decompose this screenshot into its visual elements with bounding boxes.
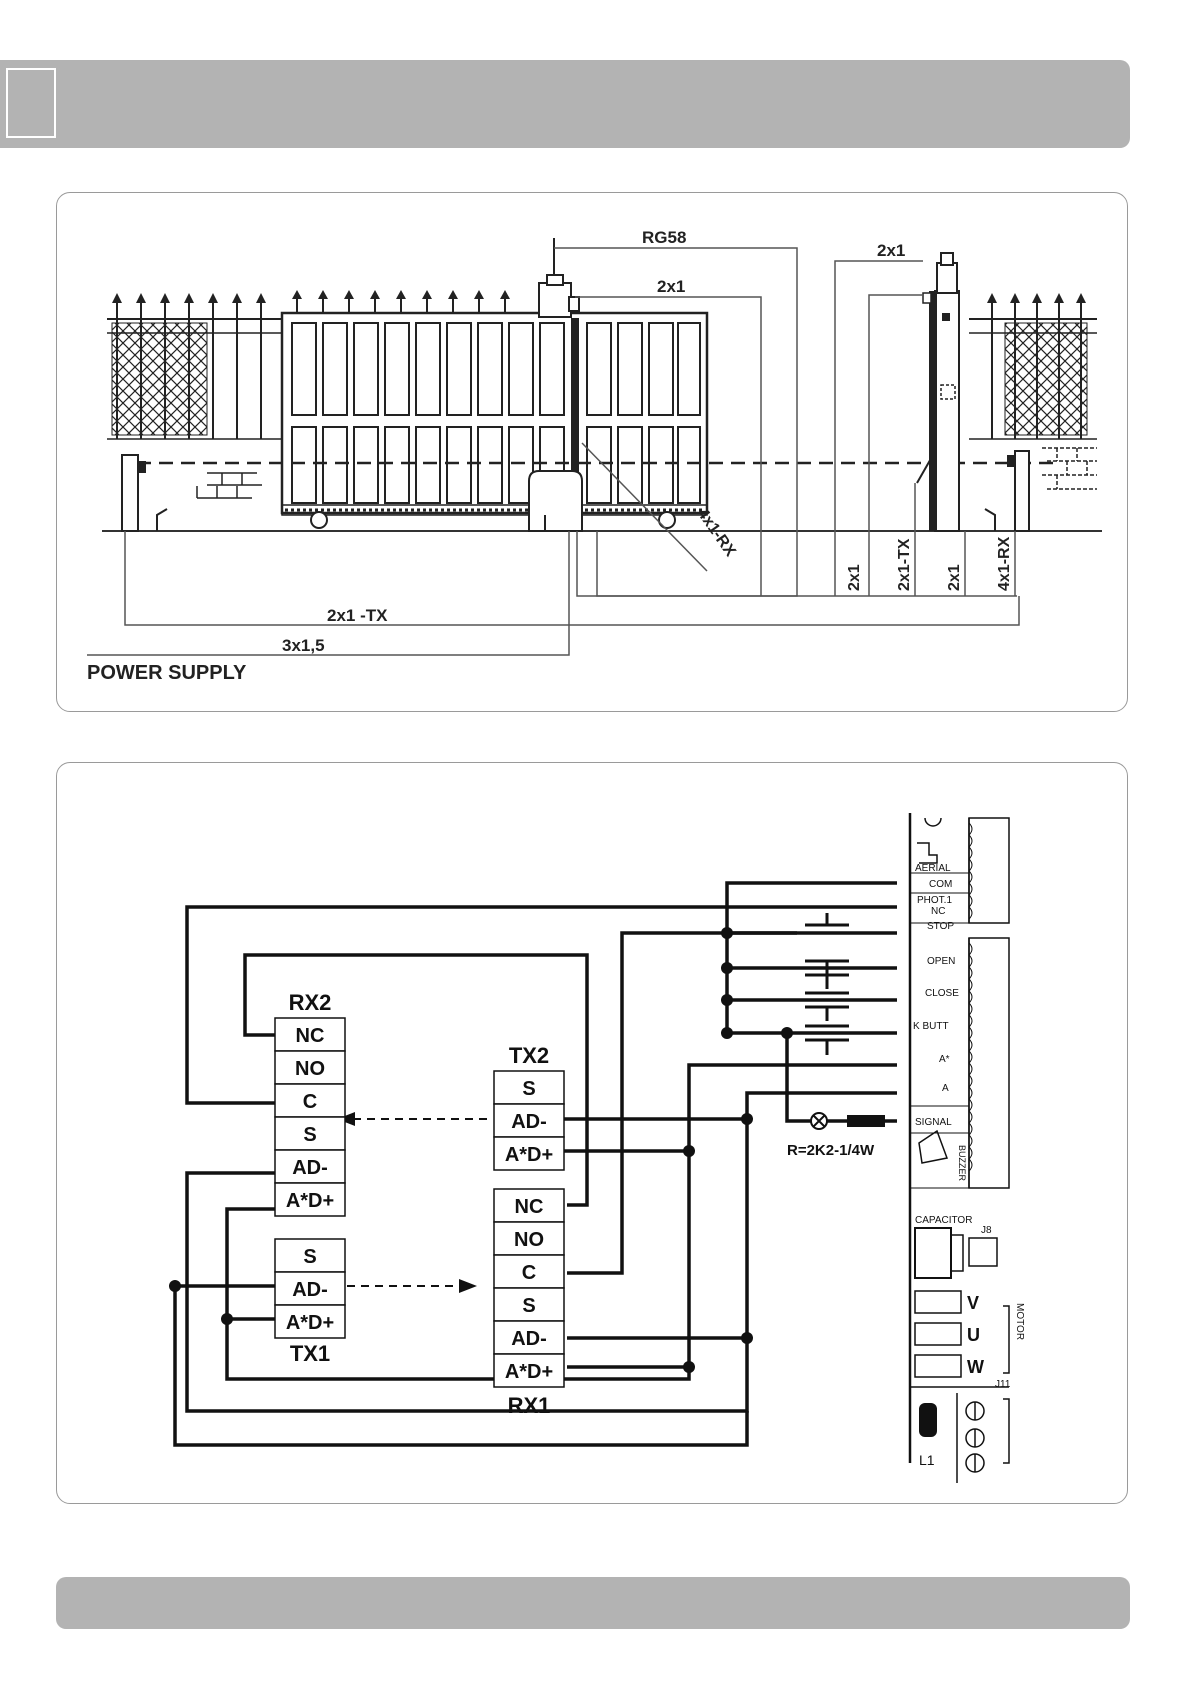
rx1-terminal-c: C [522, 1262, 536, 1284]
installation-diagram: RG58 2x1 2x1 4x1-RX 2x1 -TX 3x1,5 2x1 2x… [57, 193, 1128, 712]
label-3x1-5: 3x1,5 [282, 636, 325, 655]
rx2-terminal-ad-minus: AD- [292, 1157, 328, 1179]
right-fence [969, 293, 1097, 439]
rx1-terminal-ad-minus: AD- [511, 1328, 547, 1350]
tx1-terminal-s: S [303, 1246, 316, 1268]
rx2-terminal-ad-plus: A*D+ [286, 1190, 334, 1212]
rx1-terminal-no: NO [514, 1229, 544, 1251]
wiring-diagram: R=2K2-1/4W RX2 NC NO C S AD- A*D+ TX2 S … [57, 763, 1128, 1504]
board-u: U [967, 1325, 980, 1345]
tx2-terminal-ad-plus: A*D+ [505, 1144, 553, 1166]
board-aerial: AERIAL [915, 863, 951, 874]
tx2-terminal-ad-minus: AD- [511, 1111, 547, 1133]
label-2x1-tx: 2x1 -TX [327, 606, 388, 625]
arrow-tx1-rx1 [459, 1279, 477, 1293]
tx2-block: TX2 S AD- A*D+ [494, 1043, 564, 1170]
board-j8: J8 [981, 1225, 992, 1236]
rx1-title: RX1 [508, 1393, 551, 1418]
ir-beams [347, 1119, 487, 1286]
board-phot: PHOT.1 [917, 895, 952, 906]
header-bar [0, 60, 1130, 148]
board-nc: NC [931, 906, 945, 917]
rx2-terminal-s: S [303, 1124, 316, 1146]
board-l1: L1 [919, 1452, 935, 1468]
sliding-gate [282, 290, 707, 528]
rx2-terminal-no: NO [295, 1058, 325, 1080]
left-brick-wall [197, 473, 262, 498]
rx2-terminal-nc: NC [296, 1025, 325, 1047]
right-gate-column [917, 253, 959, 531]
board-signal: SIGNAL [915, 1117, 952, 1128]
board-v: V [967, 1293, 979, 1313]
rx1-terminal-ad-plus: A*D+ [505, 1361, 553, 1383]
board-a: A [942, 1083, 949, 1094]
board-stop: STOP [927, 921, 954, 932]
installation-diagram-panel: RG58 2x1 2x1 4x1-RX 2x1 -TX 3x1,5 2x1 2x… [56, 192, 1128, 712]
page-tab-marker [6, 68, 56, 138]
footer-bar [56, 1577, 1130, 1629]
tx1-terminal-ad-plus: A*D+ [286, 1312, 334, 1334]
right-brick-wall [1042, 448, 1097, 489]
rx2-terminal-c: C [303, 1091, 317, 1113]
wiring-diagram-panel: R=2K2-1/4W RX2 NC NO C S AD- A*D+ TX2 S … [56, 762, 1128, 1504]
resistor-label: R=2K2-1/4W [787, 1142, 875, 1159]
board-a-star: A* [939, 1054, 950, 1065]
tx1-title: TX1 [290, 1341, 330, 1366]
rx2-title: RX2 [289, 990, 332, 1015]
junctions [169, 927, 793, 1373]
board-j11: J11 [995, 1379, 1011, 1390]
power-supply-label: POWER SUPPLY [87, 662, 247, 684]
label-4x1-rx-diagonal: 4x1-RX [694, 506, 739, 560]
board-buzzer: BUZZER [957, 1145, 967, 1182]
tx1-terminal-ad-minus: AD- [292, 1279, 328, 1301]
flashing-lamp-aerial [539, 238, 579, 317]
right-photocell-post [985, 451, 1029, 531]
board-motor: MOTOR [1014, 1303, 1025, 1340]
gate-motor [529, 471, 582, 531]
board-w: W [967, 1357, 984, 1377]
label-vertical-2x1-a: 2x1 [846, 564, 863, 591]
tx2-terminal-s: S [522, 1078, 535, 1100]
signal-lamp-resistor [811, 1113, 885, 1129]
board-k-butt: K BUTT [913, 1021, 949, 1032]
rx1-block: NC NO C S AD- A*D+ RX1 [494, 1189, 564, 1418]
rx1-terminal-s: S [522, 1295, 535, 1317]
label-vertical-2x1-tx: 2x1-TX [896, 538, 913, 591]
tx2-title: TX2 [509, 1043, 549, 1068]
board-com: COM [929, 879, 952, 890]
label-right-2x1: 2x1 [877, 241, 905, 260]
board-open: OPEN [927, 956, 955, 967]
control-board: AERIAL COM PHOT.1 NC STOP OPEN CLOSE K B… [910, 813, 1025, 1483]
label-vertical-4x1-rx: 4x1-RX [996, 536, 1013, 591]
rx1-terminal-nc: NC [515, 1196, 544, 1218]
label-rg58: RG58 [642, 228, 686, 247]
label-vertical-2x1-b: 2x1 [946, 564, 963, 591]
rx2-block: RX2 NC NO C S AD- A*D+ [275, 990, 345, 1216]
label-lamp-2x1: 2x1 [657, 277, 685, 296]
fuse-icon [919, 1403, 937, 1437]
left-photocell-post [122, 455, 167, 531]
board-capacitor: CAPACITOR [915, 1215, 972, 1226]
tx1-block: S AD- A*D+ TX1 [275, 1239, 345, 1366]
board-close: CLOSE [925, 988, 959, 999]
left-fence [107, 293, 282, 439]
